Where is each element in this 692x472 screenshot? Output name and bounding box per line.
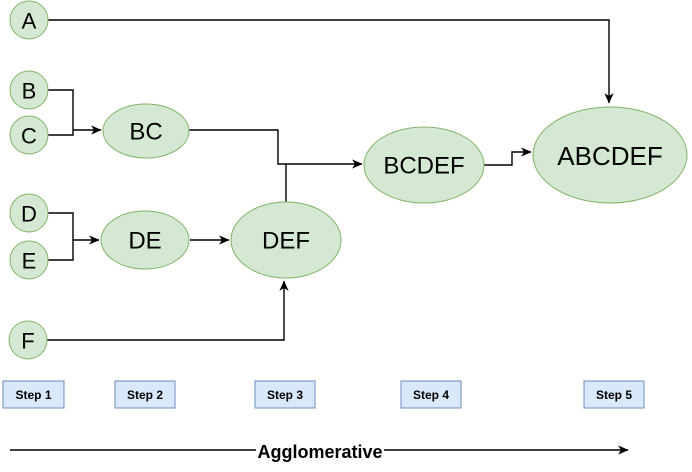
node-e: E [9, 240, 49, 280]
node-bcdef-label: BCDEF [383, 153, 464, 180]
step-1: Step 1 [2, 380, 65, 409]
node-c-label: C [21, 124, 37, 149]
node-e-label: E [22, 249, 37, 274]
node-a-label: A [22, 9, 37, 34]
step-2: Step 2 [114, 380, 176, 409]
node-abcdef-label: ABCDEF [557, 141, 662, 171]
step-3: Step 3 [254, 380, 316, 409]
node-b-shape [9, 70, 49, 110]
edge-bc-bracket [48, 89, 74, 136]
step-4-label: Step 4 [413, 388, 449, 402]
edge-de-bracket [48, 212, 74, 261]
node-def-shape [230, 201, 342, 279]
step-4-box [400, 380, 462, 409]
step-row: Step 1 Step 2 Step 3 Step 4 Step 5 [2, 380, 645, 409]
edge-a-to-abcdef [48, 19, 614, 104]
step-5: Step 5 [583, 380, 645, 409]
edge-bcdef-to-abcdef [484, 147, 532, 166]
nodes: A B C D E F B [8, 0, 688, 360]
node-f-label: F [21, 329, 34, 354]
node-a: A [9, 0, 49, 40]
node-bcdef-shape [363, 126, 485, 204]
node-d-shape [9, 193, 49, 233]
node-de: DE [100, 210, 190, 270]
node-b-label: B [22, 79, 37, 104]
step-3-label: Step 3 [267, 388, 303, 402]
node-e-shape [9, 240, 49, 280]
node-abcdef: ABCDEF [532, 106, 688, 204]
node-f: F [8, 320, 48, 360]
node-bcdef: BCDEF [363, 126, 485, 204]
step-5-box [583, 380, 645, 409]
edges [47, 19, 614, 341]
node-abcdef-shape [532, 106, 688, 204]
node-a-shape [9, 0, 49, 40]
step-5-label: Step 5 [596, 388, 632, 402]
node-def: DEF [230, 201, 342, 279]
step-1-label: Step 1 [15, 388, 51, 402]
edge-bc-to-bcdef [189, 129, 363, 169]
step-2-box [114, 380, 176, 409]
node-bc-label: BC [129, 119, 162, 146]
node-c-shape [9, 115, 49, 155]
node-d: D [9, 193, 49, 233]
timeline: Agglomerative [10, 442, 629, 462]
timeline-label: Agglomerative [257, 442, 382, 462]
node-d-label: D [21, 202, 37, 227]
node-def-label: DEF [262, 228, 310, 255]
step-3-box [254, 380, 316, 409]
node-c: C [9, 115, 49, 155]
edge-f-to-def [47, 280, 289, 341]
node-b: B [9, 70, 49, 110]
node-bc-shape [102, 103, 190, 159]
step-1-box [2, 380, 65, 409]
node-de-label: DE [128, 228, 161, 255]
node-bc: BC [102, 103, 190, 159]
step-4: Step 4 [400, 380, 462, 409]
node-de-shape [100, 210, 190, 270]
node-f-shape [8, 320, 48, 360]
step-2-label: Step 2 [127, 388, 163, 402]
